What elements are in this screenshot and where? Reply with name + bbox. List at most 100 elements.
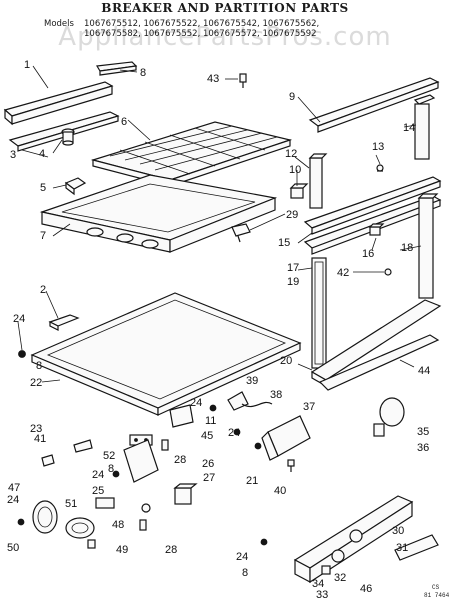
callout-24-mid: 24: [190, 397, 202, 409]
callout-28-lower: 28: [165, 544, 177, 556]
callout-30: 30: [392, 525, 404, 537]
callout-45: 45: [201, 430, 213, 442]
cap-strip-part: [96, 61, 138, 76]
callout-24-lower: 24: [92, 469, 104, 481]
breaker-grille-part: [90, 121, 293, 187]
callout-13: 13: [372, 141, 384, 153]
models-label: Models: [44, 19, 75, 29]
socket-part: [173, 483, 198, 505]
callout-39: 39: [246, 375, 258, 387]
callout-8-top: 8: [140, 67, 146, 79]
callout-8-mid: 8: [108, 463, 114, 475]
callout-17: 17: [287, 262, 299, 274]
callout-22: 22: [30, 377, 42, 389]
callout-43: 43: [207, 73, 219, 85]
pin-49-part: [87, 539, 96, 549]
clip-23-part: [73, 439, 93, 453]
callout-2: 2: [40, 284, 46, 296]
small-clip-part: [376, 164, 384, 172]
callout-49: 49: [116, 544, 128, 556]
callout-27: 27: [203, 472, 215, 484]
sensor-part: [227, 391, 273, 411]
diagram-title: BREAKER AND PARTITION PARTS: [101, 1, 348, 15]
screw-part: [239, 73, 247, 88]
light-housing-part: [261, 415, 311, 461]
callout-44: 44: [418, 365, 430, 377]
callout-29: 29: [286, 209, 298, 221]
callout-1: 1: [24, 59, 30, 71]
partition-panel-part: [30, 292, 302, 416]
callout-labels: 1 2 3 4 5 6 7 8 8 8 8 9 10 11 12 13 14 1…: [7, 59, 430, 600]
bracket-clip-part: [231, 223, 251, 243]
callout-50: 50: [7, 542, 19, 554]
screw-cluster-part: [17, 350, 268, 546]
callout-26: 26: [202, 458, 214, 470]
callout-46: 46: [360, 583, 372, 595]
callout-48: 48: [112, 519, 124, 531]
end-cap-part: [394, 534, 439, 561]
callout-52: 52: [103, 450, 115, 462]
callout-36: 36: [417, 442, 429, 454]
screw-40-part: [287, 459, 295, 472]
callout-24-bottom: 24: [236, 551, 248, 563]
callout-5: 5: [40, 182, 46, 194]
top-rail-part: [308, 77, 440, 133]
callout-40: 40: [274, 485, 286, 497]
switch-part: [169, 404, 194, 428]
callout-9: 9: [289, 91, 295, 103]
right-post-upper-part: [413, 94, 436, 160]
knob-part: [65, 517, 95, 539]
callout-34: 34: [312, 578, 324, 590]
knob-stem-part: [321, 529, 363, 575]
gasket-strip-part: [318, 334, 440, 391]
models-line-1: 1067675512, 1067675522, 1067675542, 1067…: [84, 19, 319, 29]
latch-part: [368, 223, 385, 236]
callout-32: 32: [334, 572, 346, 584]
callout-23: 23: [30, 423, 42, 435]
callout-24-left: 24: [13, 313, 25, 325]
callout-19: 19: [287, 276, 299, 288]
thermostat-ring-part: [32, 500, 58, 534]
callout-8-panel: 8: [36, 360, 42, 372]
models-line-2: 1067675582, 1067675552, 1067675572, 1067…: [84, 29, 317, 39]
callout-4: 4: [39, 148, 45, 160]
control-housing-part: [95, 439, 159, 531]
partition-base-part: [39, 174, 278, 253]
footer-code-2: 81 7464: [424, 592, 450, 599]
block-part: [289, 183, 309, 199]
insulation-pad-part: [48, 314, 80, 331]
callout-18: 18: [401, 242, 413, 254]
callout-38: 38: [270, 389, 282, 401]
callout-35: 35: [417, 426, 429, 438]
callout-7: 7: [40, 230, 46, 242]
callout-41: 41: [34, 433, 46, 445]
callout-24-far-left: 24: [7, 494, 19, 506]
callout-11: 11: [205, 415, 216, 427]
callout-25: 25: [92, 485, 104, 497]
callout-6: 6: [121, 116, 127, 128]
callout-21: 21: [246, 475, 258, 487]
callout-8-bottom: 8: [242, 567, 248, 579]
grommet-part: [61, 128, 75, 146]
pin-28-part: [161, 439, 169, 451]
watermark-text: AppliancePartsPros.com: [58, 22, 391, 52]
callout-3: 3: [10, 149, 16, 161]
callout-28-upper: 28: [174, 454, 186, 466]
callout-16: 16: [362, 248, 374, 260]
callout-47: 47: [8, 482, 20, 494]
callout-15: 15: [278, 237, 290, 249]
pin-part: [384, 268, 392, 276]
callout-33: 33: [316, 589, 328, 600]
callout-14: 14: [403, 122, 415, 134]
callout-42: 42: [337, 267, 349, 279]
clip-41-part: [41, 454, 55, 467]
light-bulb-part: [373, 397, 405, 437]
callout-24-right: 24: [228, 427, 240, 439]
leader-lines: [17, 65, 422, 383]
footer-code-1: CS: [432, 584, 440, 591]
callout-12: 12: [285, 148, 297, 160]
mullion-upper-bar-part: [303, 176, 442, 235]
callout-31: 31: [396, 542, 408, 554]
callout-51: 51: [65, 498, 77, 510]
